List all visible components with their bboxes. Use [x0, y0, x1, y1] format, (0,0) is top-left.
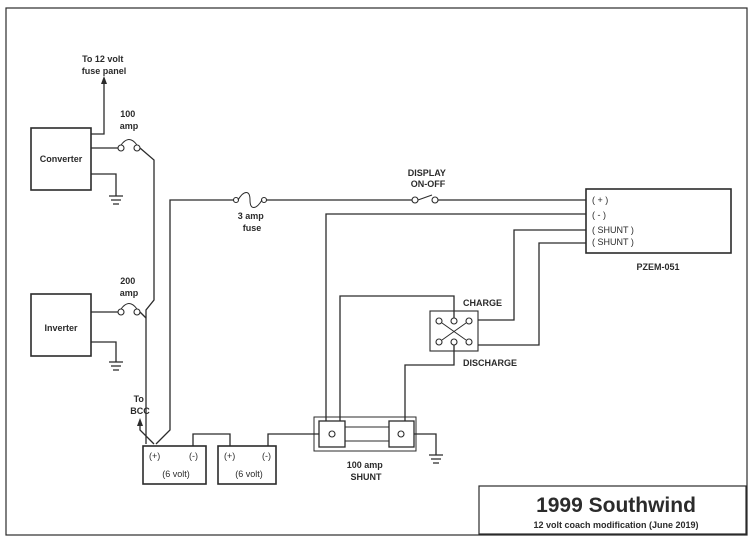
ground-symbol-shunt	[429, 454, 443, 464]
title-block	[478, 485, 747, 535]
converter-box	[30, 127, 92, 191]
bcc-arrow	[137, 418, 143, 426]
battery-1-volt: (6 volt)	[162, 469, 190, 479]
battery-2-neg: (-)	[262, 451, 271, 461]
fuse-panel-arrow	[101, 76, 107, 84]
fuse-3amp	[237, 192, 263, 208]
bcc-label: To BCC	[130, 394, 150, 416]
pzem-terminal-neg: ( - )	[592, 210, 606, 220]
inverter-label: Inverter	[44, 323, 78, 333]
discharge-label: DISCHARGE	[463, 358, 517, 368]
title-text: 1999 Southwind	[536, 494, 696, 517]
battery-1-pos: (+)	[149, 451, 160, 461]
battery-2-volt: (6 volt)	[235, 469, 263, 479]
pzem-terminal-shunt-2: ( SHUNT )	[592, 237, 634, 247]
pzem-label: PZEM-051	[636, 262, 679, 272]
ground-symbol-inverter	[109, 361, 123, 371]
breaker-200-arc	[120, 303, 138, 310]
battery-2	[217, 445, 277, 485]
charge-label: CHARGE	[463, 298, 502, 308]
breaker-100-label: 100 amp	[120, 109, 139, 131]
battery-2-pos: (+)	[224, 451, 235, 461]
outer-border	[5, 7, 748, 536]
fuse-panel-label: To 12 volt fuse panel	[82, 54, 127, 76]
battery-1	[142, 445, 207, 485]
converter-label: Converter	[40, 154, 83, 164]
breaker-100-arc	[120, 139, 138, 146]
shunt-label: 100 amp SHUNT	[347, 460, 386, 482]
ground-symbol-converter	[109, 195, 123, 205]
display-switch-lever	[417, 194, 433, 201]
inverter-box	[30, 293, 92, 357]
subtitle-text: 12 volt coach modification (June 2019)	[533, 520, 698, 530]
battery-1-neg: (-)	[189, 451, 198, 461]
pzem-terminal-shunt-1: ( SHUNT )	[592, 225, 634, 235]
breaker-200-label: 200 amp	[120, 276, 139, 298]
pzem-terminal-pos: ( + )	[592, 195, 608, 205]
fuse-3amp-label: 3 amp fuse	[238, 211, 267, 233]
pzem-box	[585, 188, 732, 254]
display-switch-label: DISPLAY ON-OFF	[408, 168, 449, 189]
